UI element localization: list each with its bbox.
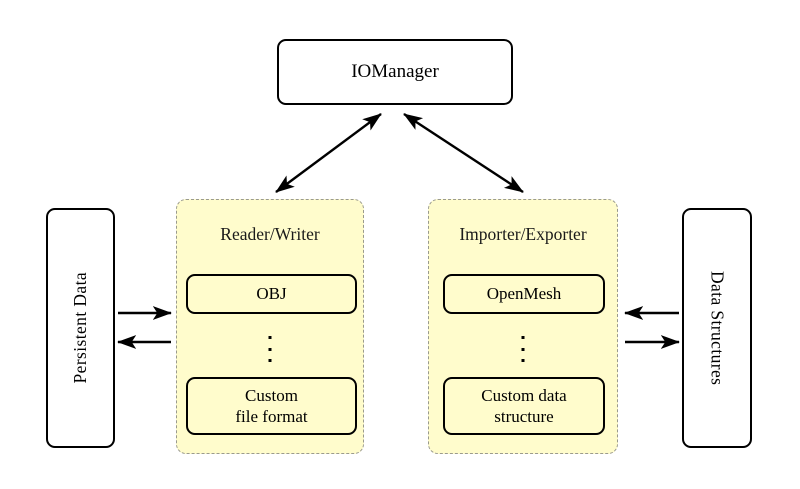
panel-importer-exporter-ellipsis-icon <box>521 336 525 362</box>
connector-manager-to-reader-writer <box>275 113 382 193</box>
panel-reader-writer-item-custom-file-format[interactable]: Custom file format <box>186 377 357 435</box>
panel-importer-exporter-item-openmesh[interactable]: OpenMesh <box>443 274 605 314</box>
panel-reader-writer-item-custom-file-format-label: Custom file format <box>235 385 308 426</box>
panel-reader-writer-item-obj[interactable]: OBJ <box>186 274 357 314</box>
panel-reader-writer[interactable]: Reader/Writer OBJ Custom file format <box>176 199 364 454</box>
node-data-structures[interactable]: Data Structures <box>682 208 752 448</box>
panel-importer-exporter-title: Importer/Exporter <box>459 224 587 244</box>
node-data-structures-label: Data Structures <box>707 270 728 386</box>
panel-reader-writer-title: Reader/Writer <box>220 224 320 244</box>
node-persistent-data-label: Persistent Data <box>70 272 90 384</box>
panel-reader-writer-item-obj-label: OBJ <box>256 284 287 304</box>
node-iomanager[interactable]: IOManager <box>277 39 513 105</box>
panel-importer-exporter-item-openmesh-label: OpenMesh <box>486 284 562 304</box>
connector-manager-to-importer-exporter <box>403 112 524 194</box>
panel-importer-exporter-item-custom-data-structure[interactable]: Custom data structure <box>443 377 605 435</box>
panel-reader-writer-ellipsis-icon <box>268 336 272 362</box>
node-iomanager-label: IOManager <box>351 61 439 82</box>
node-persistent-data[interactable]: Persistent Data <box>46 208 115 448</box>
panel-importer-exporter-item-custom-data-structure-label: Custom data structure <box>481 385 567 426</box>
panel-importer-exporter[interactable]: Importer/Exporter OpenMesh Custom data s… <box>428 199 618 454</box>
